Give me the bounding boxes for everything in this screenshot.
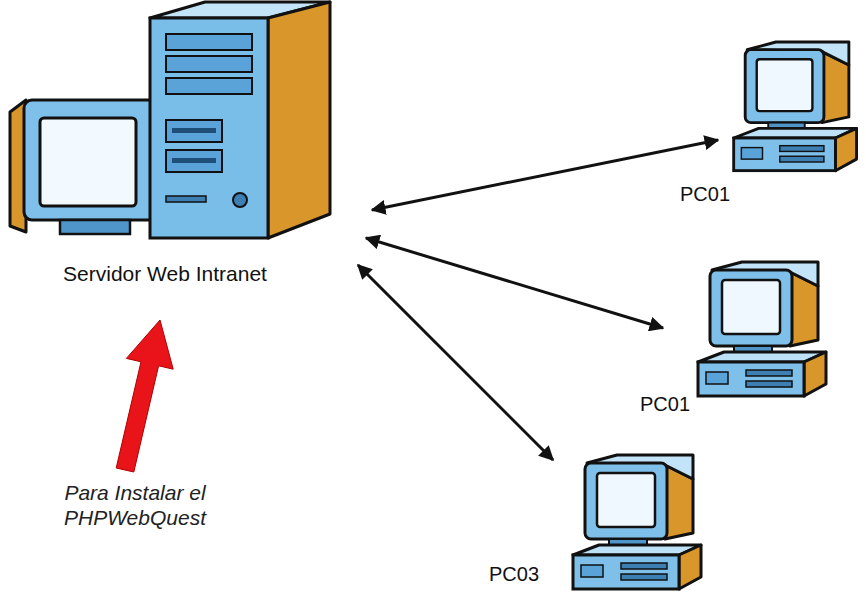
pc-icon xyxy=(734,42,857,171)
pc-icon xyxy=(698,262,826,396)
double-arrow xyxy=(372,140,718,210)
server-tower xyxy=(150,2,330,238)
server-monitor xyxy=(10,100,160,234)
double-arrow xyxy=(358,265,553,460)
pc-label: PC01 xyxy=(640,393,690,416)
pc-label: PC01 xyxy=(680,183,730,206)
pc-label: PC03 xyxy=(489,563,539,586)
pc-node: PC01 xyxy=(670,35,866,211)
pc-node: PC01 xyxy=(630,255,840,421)
server-label: Servidor Web Intranet xyxy=(63,262,267,286)
server-node: Servidor Web Intranet xyxy=(10,0,320,296)
pc-icon xyxy=(573,455,701,589)
double-arrow xyxy=(366,238,663,328)
callout-note: Para Instalar el PHPWebQuest xyxy=(30,480,240,530)
callout-arrow xyxy=(116,320,173,472)
pc-node: PC03 xyxy=(485,445,710,607)
